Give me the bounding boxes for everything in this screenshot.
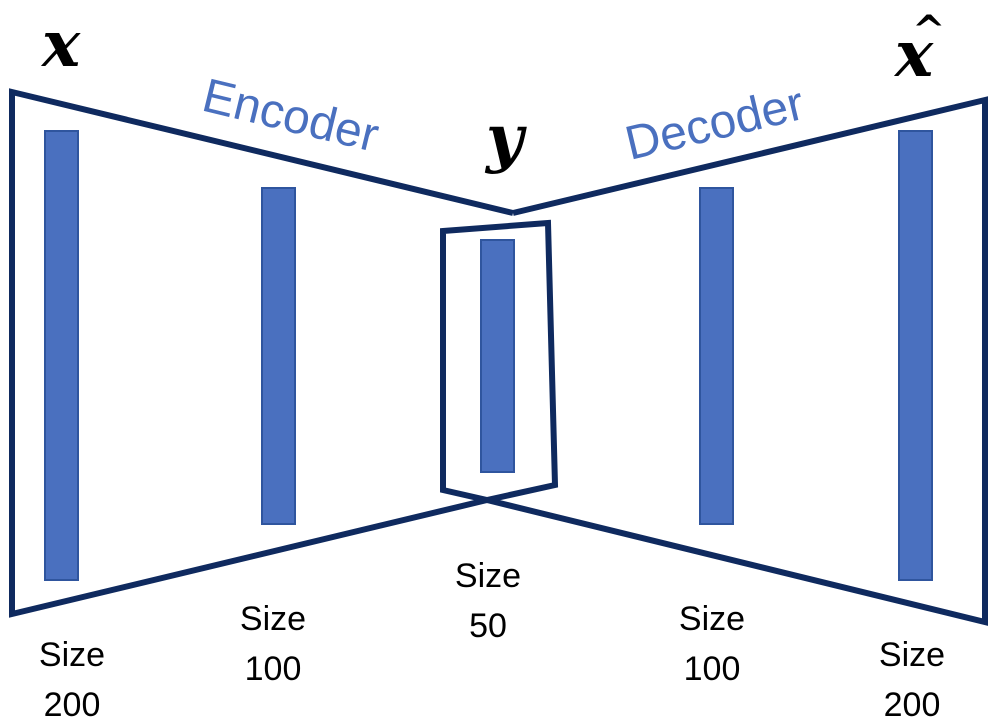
- size-label-word: Size: [240, 600, 306, 638]
- input-variable-label: x: [40, 7, 81, 82]
- latent-variable-label: y: [484, 101, 527, 176]
- bottleneck-outline: [440, 219, 559, 504]
- size-label-decoder-hidden: Size 100: [679, 600, 745, 688]
- size-label-value: 100: [245, 650, 302, 688]
- size-label-word: Size: [679, 600, 745, 638]
- size-label-encoder-hidden: Size 100: [240, 600, 306, 688]
- size-label-output: Size 200: [879, 636, 945, 724]
- size-label-latent: Size 50: [455, 557, 521, 645]
- layer-bar-output: [898, 130, 933, 581]
- size-label-value: 200: [44, 686, 101, 724]
- decoder-outline: [486, 96, 988, 626]
- output-hat-accent: ^: [912, 7, 946, 54]
- size-label-word: Size: [455, 557, 521, 595]
- decoder-label: Decoder: [620, 77, 809, 171]
- size-label-word: Size: [39, 636, 105, 674]
- size-label-word: Size: [879, 636, 945, 674]
- layer-bar-latent: [480, 239, 515, 473]
- encoder-label: Encoder: [197, 69, 383, 163]
- size-label-value: 100: [684, 650, 741, 688]
- size-label-value: 200: [884, 686, 941, 724]
- size-label-input: Size 200: [39, 636, 105, 724]
- layer-bar-encoder-hidden: [261, 187, 296, 525]
- layer-bar-decoder-hidden: [699, 187, 734, 525]
- size-label-value: 50: [469, 607, 507, 645]
- layer-bar-input: [44, 130, 79, 581]
- encoder-outline: [9, 88, 514, 618]
- output-variable-label: x: [893, 17, 934, 92]
